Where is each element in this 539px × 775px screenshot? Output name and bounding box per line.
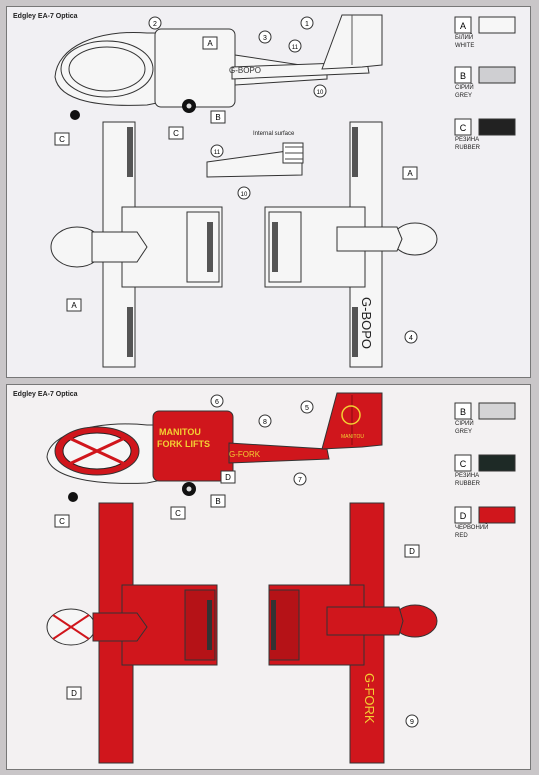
code-tag-grey: B [210,494,226,508]
callout-9: 9 [405,714,419,728]
red-scheme-artwork: MANITOU FORK LIFTS MANITOU G-FORK [46,392,516,764]
svg-text:3: 3 [263,35,267,42]
svg-text:D: D [460,511,467,521]
pod-text-2: FORK LIFTS [157,439,210,449]
code-tag-grey: B [210,110,226,124]
legend-red: D [454,506,516,524]
legend-rubber: C [454,118,516,136]
wing-registration: G-BOPO [359,297,374,349]
bottom-view-red: G-FORK [268,502,438,764]
callout-7: 7 [293,472,307,486]
callout-11b: 11 [210,144,224,158]
callout-6: 6 [210,394,224,408]
svg-text:D: D [225,473,231,482]
callout-10b: 10 [237,186,251,200]
svg-text:B: B [215,113,220,122]
callout-5: 5 [300,400,314,414]
svg-text:C: C [59,135,65,144]
callout-2: 2 [148,16,162,30]
callout-1: 1 [300,16,314,30]
svg-text:C: C [173,129,179,138]
code-tag-rubber-2: C [54,514,70,528]
legend-rubber-red: C [454,454,516,472]
code-tag-red-3: D [66,686,82,700]
internal-surface-detail [206,142,304,178]
internal-surface-label: Internal surface [253,131,295,137]
svg-text:1: 1 [305,21,309,28]
svg-text:A: A [460,21,466,31]
svg-text:C: C [59,517,65,526]
svg-text:A: A [71,301,77,310]
fin-text: MANITOU [341,434,364,440]
wing-registration-red: G-FORK [362,673,377,724]
code-tag-white: A [202,36,218,50]
svg-text:C: C [175,509,181,518]
svg-text:A: A [407,169,413,178]
legend-grey: B [454,66,516,84]
sheet-title: Edgley EA-7 Optica [13,391,78,398]
sheet-title: Edgley EA-7 Optica [13,13,78,20]
callout-4: 4 [404,330,418,344]
sheet-white-scheme: Edgley EA-7 Optica G-BOPO [6,6,531,378]
svg-text:2: 2 [153,21,157,28]
svg-text:4: 4 [409,335,413,342]
svg-text:10: 10 [317,90,324,96]
svg-text:11: 11 [292,45,299,51]
side-view-red: MANITOU FORK LIFTS MANITOU G-FORK [46,392,383,502]
pod-text-1: MANITOU [159,427,201,437]
svg-text:9: 9 [410,719,414,726]
side-view-white: G-BOPO [54,14,383,120]
svg-text:7: 7 [298,477,302,484]
code-tag-white-3: A [66,298,82,312]
bottom-view-white: G-BOPO [264,121,438,368]
svg-text:6: 6 [215,399,219,406]
code-tag-red-2: D [404,544,420,558]
legend-grey-red: B [454,402,516,420]
sheet-red-scheme: Edgley EA-7 Optica MANITOU FORK LIFTS MA… [6,384,531,770]
white-scheme-artwork: G-BOPO [50,14,516,368]
code-tag-rubber: C [170,506,186,520]
svg-text:B: B [215,497,220,506]
side-registration-red: G-FORK [229,450,261,459]
svg-text:8: 8 [263,419,267,426]
svg-text:C: C [460,459,467,469]
svg-text:A: A [207,39,213,48]
code-tag-rubber-2: C [54,132,70,146]
svg-text:C: C [460,123,467,133]
svg-text:D: D [409,547,415,556]
top-view-white [50,121,223,368]
svg-text:B: B [460,407,466,417]
top-view-red [46,502,218,764]
code-tag-red: D [220,470,236,484]
callout-10: 10 [313,84,327,98]
legend-white: A [454,16,516,34]
callout-11: 11 [288,39,302,53]
svg-text:5: 5 [305,405,309,412]
code-tag-white-2: A [402,166,418,180]
side-registration: G-BOPO [229,66,261,75]
code-tag-rubber: C [168,126,184,140]
svg-text:B: B [460,71,466,81]
callout-3: 3 [258,30,272,44]
svg-text:11: 11 [214,150,221,156]
svg-text:D: D [71,689,77,698]
svg-text:10: 10 [241,192,248,198]
callout-8: 8 [258,414,272,428]
